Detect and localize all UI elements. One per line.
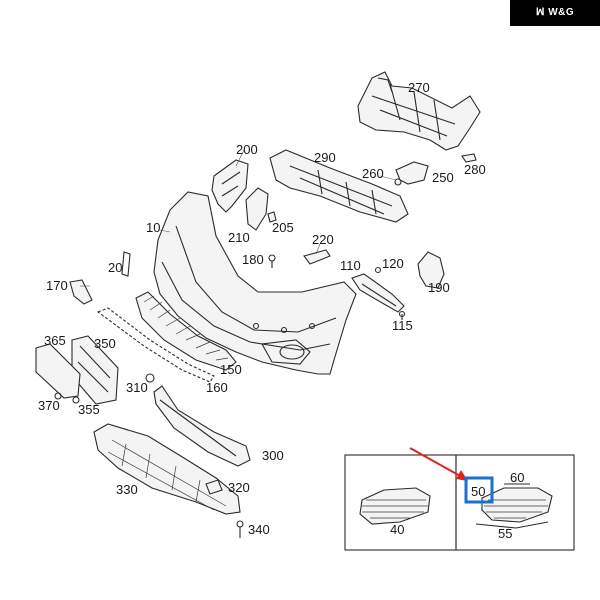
part-170-bracket bbox=[69, 279, 93, 305]
label-150: 150 bbox=[220, 362, 242, 377]
label-300: 300 bbox=[262, 448, 284, 463]
part-120-screw bbox=[374, 266, 382, 274]
label-340: 340 bbox=[248, 522, 270, 537]
label-115: 115 bbox=[392, 318, 413, 333]
part-115-screw bbox=[398, 310, 406, 320]
label-60: 60 bbox=[510, 470, 524, 485]
part-270-bracket bbox=[357, 71, 481, 151]
label-180: 180 bbox=[242, 252, 264, 267]
part-110-bracket bbox=[351, 273, 405, 313]
part-190-flap bbox=[417, 251, 445, 289]
label-55: 55 bbox=[498, 526, 512, 541]
part-210-bracket bbox=[245, 187, 269, 231]
part-330-undertray bbox=[93, 423, 241, 515]
part-340-screw bbox=[236, 520, 244, 538]
label-270: 270 bbox=[408, 80, 430, 95]
label-350: 350 bbox=[94, 336, 116, 351]
label-355: 355 bbox=[78, 402, 100, 417]
label-260: 260 bbox=[362, 166, 384, 181]
label-40: 40 bbox=[390, 522, 404, 537]
label-160: 160 bbox=[206, 380, 228, 395]
part-160-trim bbox=[96, 307, 215, 383]
label-120: 120 bbox=[382, 256, 404, 271]
part-370-screw bbox=[54, 392, 62, 400]
detail-box-right bbox=[455, 454, 575, 551]
label-370: 370 bbox=[38, 398, 60, 413]
leader-lines bbox=[80, 149, 397, 287]
highlight-box-50 bbox=[464, 476, 494, 504]
part-20-clip bbox=[121, 251, 131, 277]
brand-badge: ꟽ W&G bbox=[510, 0, 600, 26]
label-250: 250 bbox=[432, 170, 454, 185]
part-280-clip bbox=[461, 153, 477, 163]
label-110: 110 bbox=[340, 258, 361, 273]
label-50: 50 bbox=[471, 484, 485, 499]
part-200-bracket bbox=[211, 159, 249, 213]
label-200: 200 bbox=[236, 142, 258, 157]
detail-box-left bbox=[344, 454, 457, 551]
part-310-clip bbox=[145, 373, 155, 383]
part-250-bracket bbox=[394, 161, 429, 186]
label-10: 10 bbox=[146, 220, 160, 235]
label-20: 20 bbox=[108, 260, 122, 275]
part-290-absorber bbox=[269, 149, 409, 223]
label-205: 205 bbox=[272, 220, 294, 235]
part-300-strip bbox=[153, 385, 251, 467]
part-150-grille bbox=[135, 291, 237, 371]
part-10-bumper-cover bbox=[153, 191, 357, 375]
label-190: 190 bbox=[428, 280, 450, 295]
label-290: 290 bbox=[314, 150, 336, 165]
label-170: 170 bbox=[46, 278, 68, 293]
brand-label: ꟽ W&G bbox=[535, 7, 575, 18]
part-180-screw bbox=[268, 254, 276, 268]
label-220: 220 bbox=[312, 232, 334, 247]
part-355-screw bbox=[72, 396, 80, 404]
label-310: 310 bbox=[126, 380, 148, 395]
label-210: 210 bbox=[228, 230, 250, 245]
label-320: 320 bbox=[228, 480, 250, 495]
part-205-clip bbox=[267, 211, 277, 223]
label-280: 280 bbox=[464, 162, 486, 177]
part-365-plate bbox=[35, 343, 81, 399]
label-330: 330 bbox=[116, 482, 138, 497]
part-220-clip bbox=[303, 249, 331, 265]
highlight-arrow bbox=[409, 447, 468, 481]
label-365: 365 bbox=[44, 333, 66, 348]
part-320-clip bbox=[205, 479, 223, 495]
